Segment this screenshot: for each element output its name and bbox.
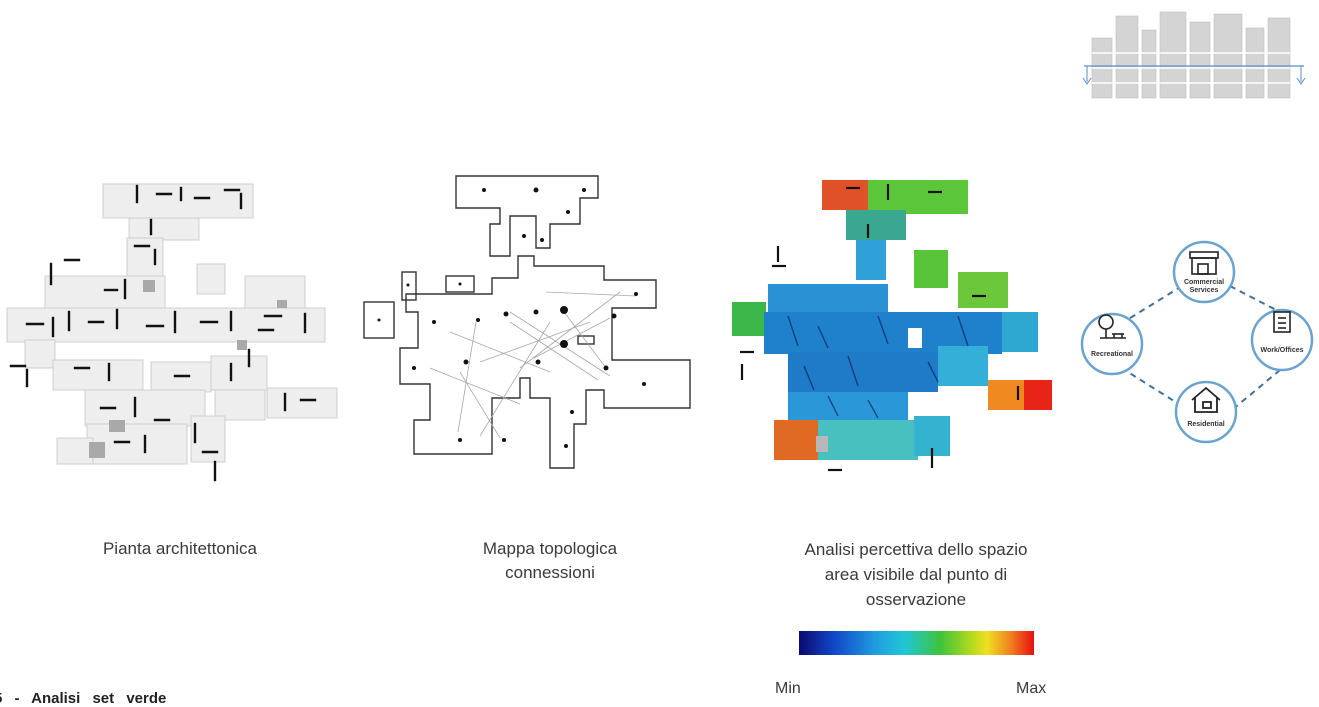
caption-perception-line3: osservazione [865, 590, 967, 609]
legend-min-label: Min [775, 680, 801, 697]
function-cycle-diagram: Commercial Services Work/Offices Residen… [1080, 240, 1314, 444]
elevation-thumbnail [1082, 11, 1306, 99]
caption-plan-text: Pianta architettonica [102, 539, 258, 558]
svg-text:Recreational: Recreational [1091, 351, 1133, 358]
svg-text:Residential: Residential [1187, 421, 1224, 428]
caption-topology: Mappa topologica connessioni [430, 537, 670, 585]
legend-max-label: Max [1016, 680, 1047, 697]
architectural-plan [6, 183, 338, 482]
svg-text:Commercial: Commercial [1184, 279, 1224, 286]
caption-topology-line1: Mappa topologica [482, 539, 618, 558]
section-title: 5 - Analisi set verde [0, 690, 167, 707]
caption-plan: Pianta architettonica [60, 537, 300, 561]
caption-topology-line2: connessioni [505, 563, 595, 582]
topological-map [363, 175, 691, 469]
caption-perception-line1: Analisi percettiva dello spazio [804, 540, 1028, 559]
node-commercial [1172, 240, 1236, 304]
caption-perception-line2: area visibile dal punto di [824, 565, 1008, 584]
storefront-icon [1189, 251, 1219, 275]
tree-bench-icon [1098, 314, 1126, 339]
caption-perception: Analisi percettiva dello spazio area vis… [760, 537, 1072, 612]
visibility-color-scale [799, 631, 1034, 655]
office-building-icon [1273, 311, 1291, 333]
visibility-heatmap [732, 180, 1052, 472]
house-icon [1191, 386, 1221, 413]
svg-text:Work/Offices: Work/Offices [1260, 347, 1303, 354]
svg-text:Services: Services [1190, 287, 1219, 294]
